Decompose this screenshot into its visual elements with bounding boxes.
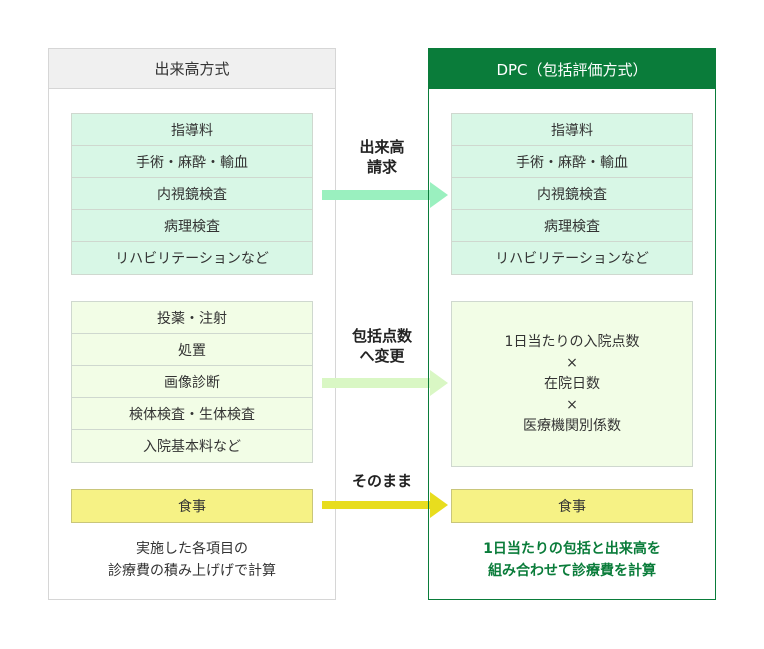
arrow-right-icon — [322, 492, 448, 518]
note-line: 診療費の積み上げげで計算 — [108, 563, 276, 579]
list-item: 投薬・注射 — [72, 302, 312, 334]
list-item: 検体検査・生体検査 — [72, 398, 312, 430]
note-line: 実施した各項目の — [136, 541, 248, 557]
formula-line: 医療機関別係数 — [523, 417, 621, 434]
note-line: 組み合わせて診療費を計算 — [488, 563, 656, 579]
multiply-sign: × — [566, 396, 578, 413]
as-is-label: そのまま — [336, 471, 428, 491]
label-line: 出来高 — [359, 138, 405, 156]
fee-for-service-panel: 出来高方式 指導料 手術・麻酔・輸血 内視鏡検査 病理検査 リハビリテーションな… — [48, 48, 336, 600]
arrow-right-icon — [322, 370, 448, 396]
dpc-panel: DPC（包括評価方式） 指導料 手術・麻酔・輸血 内視鏡検査 病理検査 リハビリ… — [428, 48, 716, 600]
multiply-sign: × — [566, 354, 578, 371]
list-item: リハビリテーションなど — [495, 251, 649, 267]
label-line: 請求 — [366, 158, 397, 176]
list-item: リハビリテーションなど — [115, 251, 269, 267]
label-line: そのまま — [351, 472, 412, 490]
arrow-shape — [322, 370, 448, 396]
dpc-formula-box: 1日当たりの入院点数 × 在院日数 × 医療機関別係数 — [451, 301, 693, 467]
list-item: 画像診断 — [72, 366, 312, 398]
billing-label: 出来高 請求 — [336, 137, 428, 177]
label-line: へ変更 — [359, 347, 405, 365]
list-item: 病理検査 — [452, 210, 692, 242]
formula-line: 在院日数 — [544, 375, 600, 392]
list-item: 指導料 — [452, 114, 692, 146]
left-itemized-list: 指導料 手術・麻酔・輸血 内視鏡検査 病理検査 リハビリテーションなど — [71, 113, 313, 275]
list-item: 手術・麻酔・輸血 — [72, 146, 312, 178]
dpc-header: DPC（包括評価方式） — [429, 49, 715, 89]
left-meal-box: 食事 — [71, 489, 313, 523]
left-calculation-note: 実施した各項目の 診療費の積み上げげで計算 — [49, 538, 335, 582]
list-item: 内視鏡検査 — [72, 178, 312, 210]
label-line: 包括点数 — [351, 327, 412, 345]
formula-line: 1日当たりの入院点数 — [504, 333, 640, 350]
list-item: 入院基本料など — [143, 439, 241, 455]
list-item: 病理検査 — [72, 210, 312, 242]
arrow-shape — [322, 182, 448, 208]
left-bundled-list: 投薬・注射 処置 画像診断 検体検査・生体検査 入院基本料など — [71, 301, 313, 463]
list-item: 内視鏡検査 — [452, 178, 692, 210]
list-item: 指導料 — [72, 114, 312, 146]
arrow-shape — [322, 492, 448, 518]
fee-for-service-header: 出来高方式 — [49, 49, 335, 89]
right-itemized-list: 指導料 手術・麻酔・輸血 内視鏡検査 病理検査 リハビリテーションなど — [451, 113, 693, 275]
list-item: 手術・麻酔・輸血 — [452, 146, 692, 178]
right-calculation-note: 1日当たりの包括と出来高を 組み合わせて診療費を計算 — [429, 538, 715, 582]
note-line: 1日当たりの包括と出来高を — [483, 541, 661, 557]
arrow-right-icon — [322, 182, 448, 208]
right-meal-box: 食事 — [451, 489, 693, 523]
list-item: 処置 — [72, 334, 312, 366]
bundle-change-label: 包括点数 へ変更 — [336, 326, 428, 366]
